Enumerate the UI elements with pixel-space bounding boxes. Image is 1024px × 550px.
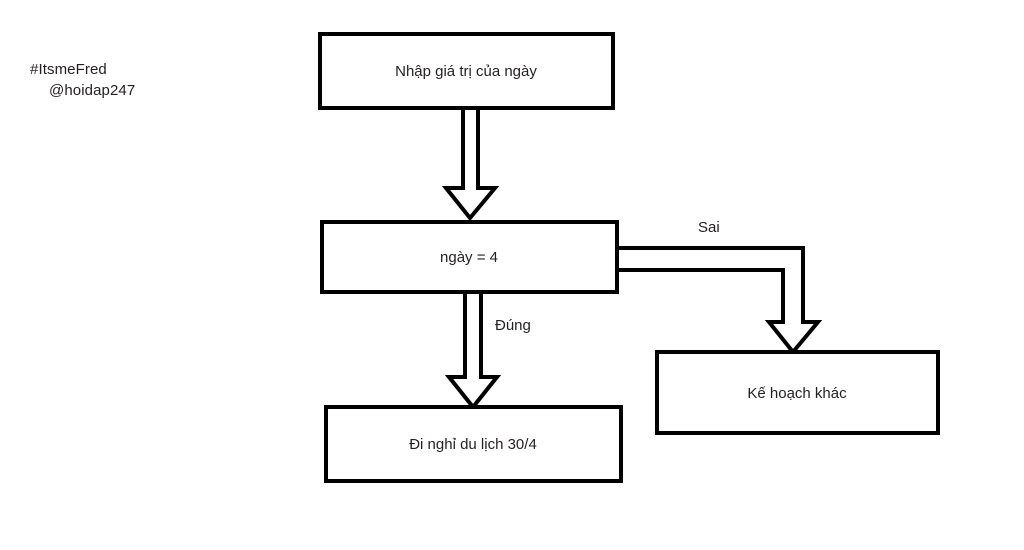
- block-arrow-down-condition-true: [444, 290, 502, 411]
- watermark-account: @hoidap247: [49, 82, 136, 99]
- node-input-label: Nhập giá trị của ngày: [395, 63, 537, 80]
- node-input[interactable]: Nhập giá trị của ngày: [318, 32, 615, 110]
- node-condition[interactable]: ngày = 4: [320, 220, 619, 294]
- node-false-branch-label: Kế hoạch khác: [747, 385, 847, 402]
- edge-condition-to-false: Sai: [615, 219, 823, 356]
- edge-condition-to-true: Đúng: [444, 290, 531, 411]
- edge-input-to-condition: [441, 106, 500, 222]
- node-input-box[interactable]: [318, 32, 615, 110]
- node-false-branch-box[interactable]: [655, 350, 940, 435]
- node-false-branch[interactable]: Kế hoạch khác: [655, 350, 940, 435]
- node-true-branch-label: Đi nghỉ du lịch 30/4: [409, 436, 537, 453]
- block-arrow-down-input-condition: [441, 106, 500, 222]
- edge-label-dung: Đúng: [495, 317, 531, 334]
- node-condition-box[interactable]: [320, 220, 619, 294]
- node-true-branch-box[interactable]: [324, 405, 623, 483]
- node-true-branch[interactable]: Đi nghỉ du lịch 30/4: [324, 405, 623, 483]
- watermark-handle: #ItsmeFred: [30, 61, 107, 78]
- edge-label-sai: Sai: [698, 219, 720, 236]
- block-arrow-elbow-condition-false: [615, 246, 823, 356]
- node-condition-label: ngày = 4: [440, 249, 498, 266]
